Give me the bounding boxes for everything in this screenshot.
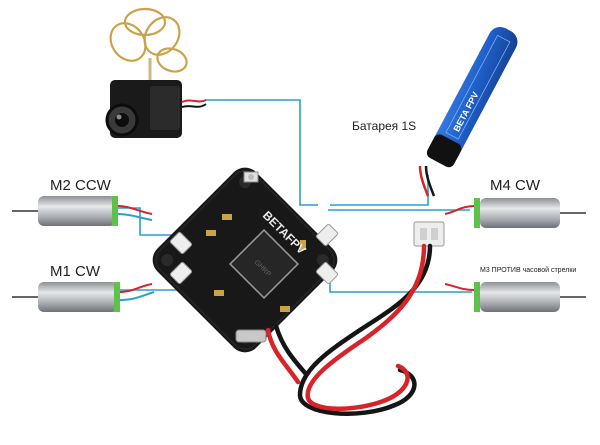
motor-m1 [12, 282, 155, 312]
battery-1s: BETA FPV [413, 27, 518, 247]
label-m3: M3 ПРОТИВ часовой стрелки [480, 266, 576, 274]
label-m4: M4 CW [490, 177, 541, 194]
m1-connector [170, 262, 192, 284]
m3-signal-wire [329, 275, 472, 293]
power-lead [265, 243, 433, 416]
motor-m2 [12, 196, 153, 226]
camera-video-wire [205, 99, 318, 206]
label-m2: M2 CCW [50, 177, 112, 194]
battery-signal-wire [330, 175, 429, 206]
flight-controller: GHRP BETAFPV [152, 167, 338, 353]
m2-connector [170, 232, 192, 254]
mcu-chip [228, 228, 300, 300]
motor-m4 [444, 198, 586, 228]
m3-connector [316, 262, 338, 284]
label-m1: M1 CW [50, 263, 101, 280]
battery-connector [413, 221, 445, 247]
m4-connector [316, 224, 338, 246]
label-battery: Батарея 1S [352, 119, 416, 133]
usb-port [235, 329, 267, 343]
vtx-antenna [109, 7, 188, 82]
motor-m3 [444, 282, 586, 312]
fpv-camera [105, 80, 207, 138]
m2-signal-wire [118, 207, 185, 236]
